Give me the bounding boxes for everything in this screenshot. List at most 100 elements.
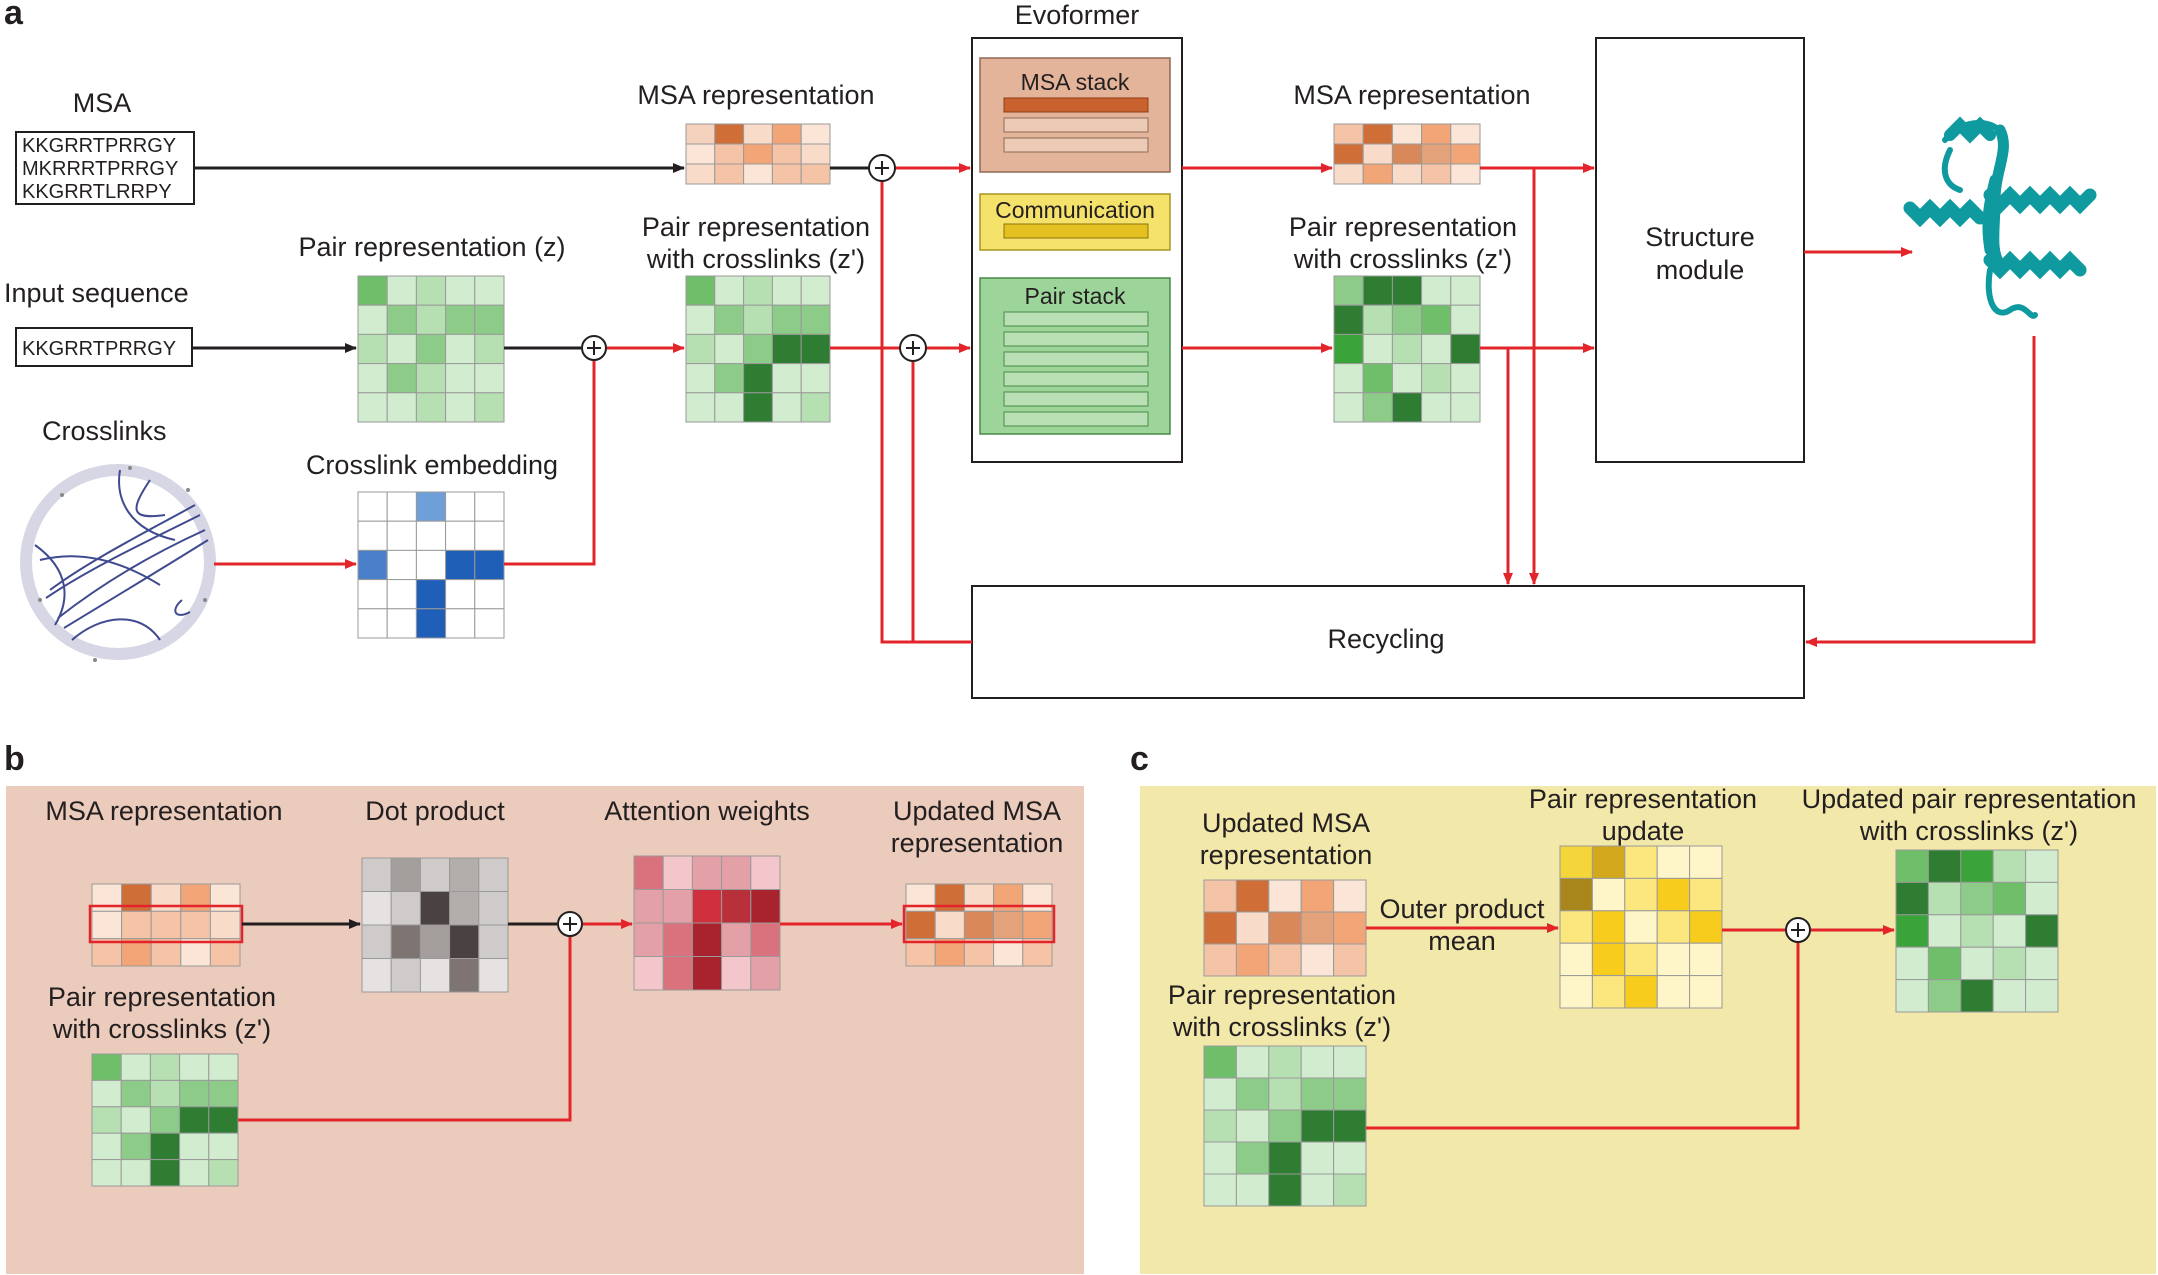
heatmap-cell — [1591, 877, 1626, 912]
heatmap-cell — [120, 1079, 151, 1108]
heatmap-cell — [1656, 942, 1691, 977]
heatmap-cell — [1300, 1045, 1335, 1079]
heatmap-cell — [1624, 942, 1658, 977]
heatmap-cell — [1333, 1173, 1367, 1207]
heatmap-cell — [419, 958, 451, 993]
heatmap-cell — [179, 1159, 210, 1187]
heatmap-cell — [2025, 849, 2059, 883]
heatmap-cell — [721, 922, 752, 957]
b-pair-rep-title-line1: Pair representation — [48, 982, 276, 1012]
b-msa-rep-title: MSA representation — [45, 796, 282, 826]
heatmap-cell — [743, 123, 773, 145]
heatmap-cell — [750, 922, 781, 957]
c-plus-node — [1785, 917, 1811, 943]
pair-rep-z-title: Pair representation (z) — [298, 232, 565, 262]
heatmap-cell — [1362, 143, 1393, 165]
heatmap-cell — [1656, 845, 1691, 879]
b-updated-msa-title-line1: Updated MSA — [893, 796, 1061, 826]
c-pair-rep-title-line1: Pair representation — [1168, 980, 1396, 1010]
heatmap-cell — [390, 891, 421, 926]
heatmap-cell — [743, 392, 773, 423]
heatmap-cell — [1421, 363, 1452, 394]
heatmap-cell — [1992, 946, 2027, 981]
panel-b-arrows — [238, 919, 903, 1122]
heatmap-cell — [1656, 877, 1691, 912]
heatmap-cell — [1689, 975, 1723, 1009]
heatmap-cell — [357, 275, 388, 306]
heatmap-cell — [1203, 1173, 1237, 1207]
heatmap-cell — [1689, 942, 1723, 977]
heatmap-cell — [1450, 363, 1481, 394]
heatmap-cell — [1391, 123, 1423, 145]
heatmap-cell — [1450, 143, 1481, 165]
heatmap-cell — [1421, 275, 1452, 306]
heatmap-cell — [1022, 910, 1053, 940]
heatmap-cell — [1362, 275, 1393, 306]
heatmap-cell — [1333, 363, 1364, 394]
heatmap-cell — [1421, 123, 1452, 145]
heatmap-cell — [1333, 275, 1364, 306]
heatmap-cell — [1391, 392, 1423, 423]
heatmap-cell — [771, 275, 802, 306]
msa-rep-grid — [685, 123, 831, 185]
msa-title: MSA — [73, 88, 132, 118]
heatmap-cell — [445, 520, 476, 551]
heatmap-cell — [1591, 910, 1626, 944]
heatmap-cell — [149, 1079, 181, 1108]
heatmap-cell — [419, 891, 451, 926]
plus-node-pair — [581, 335, 607, 361]
heatmap-cell — [1960, 979, 1994, 1013]
heatmap-cell — [771, 304, 802, 335]
heatmap-cell — [415, 304, 447, 335]
heatmap-cell — [357, 333, 388, 365]
heatmap-cell — [1895, 946, 1929, 981]
heatmap-cell — [1960, 849, 1994, 883]
heatmap-cell — [1268, 911, 1302, 945]
heatmap-cell — [1559, 975, 1593, 1009]
b-msa-rep-grid — [91, 883, 241, 967]
heatmap-cell — [1992, 914, 2027, 948]
heatmap-cell — [1268, 1077, 1302, 1111]
heatmap-cell — [361, 958, 392, 993]
heatmap-cell — [771, 392, 802, 423]
heatmap-cell — [1391, 363, 1423, 394]
plus-node-msa — [868, 154, 896, 182]
heatmap-cell — [478, 891, 509, 926]
heatmap-cell — [357, 392, 388, 423]
heatmap-cell — [1421, 392, 1452, 423]
structure-module-label-line2: module — [1656, 255, 1745, 285]
heatmap-cell — [357, 363, 388, 394]
heatmap-cell — [386, 549, 417, 581]
heatmap-cell — [750, 889, 781, 924]
panel-a-arrows — [192, 163, 2036, 647]
c-pair-update-title-line2: update — [1602, 816, 1685, 846]
crosslink-embedding-grid — [357, 491, 505, 639]
c-pair-update-grid — [1559, 845, 1723, 1009]
heatmap-cell — [800, 123, 831, 145]
heatmap-cell — [1960, 881, 1994, 916]
heatmap-cell — [415, 491, 447, 522]
heatmap-cell — [771, 333, 802, 365]
heatmap-cell — [1203, 1109, 1237, 1143]
heatmap-cell — [478, 958, 509, 993]
heatmap-cell — [1300, 1077, 1335, 1111]
heatmap-cell — [1333, 1077, 1367, 1111]
heatmap-cell — [357, 304, 388, 335]
heatmap-cell — [1391, 333, 1423, 365]
heatmap-cell — [149, 1106, 181, 1134]
heatmap-cell — [743, 363, 773, 394]
heatmap-cell — [449, 891, 480, 926]
heatmap-cell — [1895, 849, 1929, 883]
heatmap-cell — [386, 579, 417, 610]
heatmap-cell — [1927, 881, 1962, 916]
heatmap-cell — [1450, 123, 1481, 145]
heatmap-cell — [1333, 1045, 1367, 1079]
heatmap-cell — [209, 910, 241, 940]
heatmap-cell — [449, 924, 480, 959]
b-pair-rep-grid — [91, 1053, 239, 1187]
pair-stack-label: Pair stack — [1025, 283, 1126, 309]
heatmap-cell — [714, 304, 745, 335]
heatmap-cell — [1421, 304, 1452, 335]
heatmap-cell — [1362, 333, 1393, 365]
heatmap-cell — [445, 608, 476, 639]
